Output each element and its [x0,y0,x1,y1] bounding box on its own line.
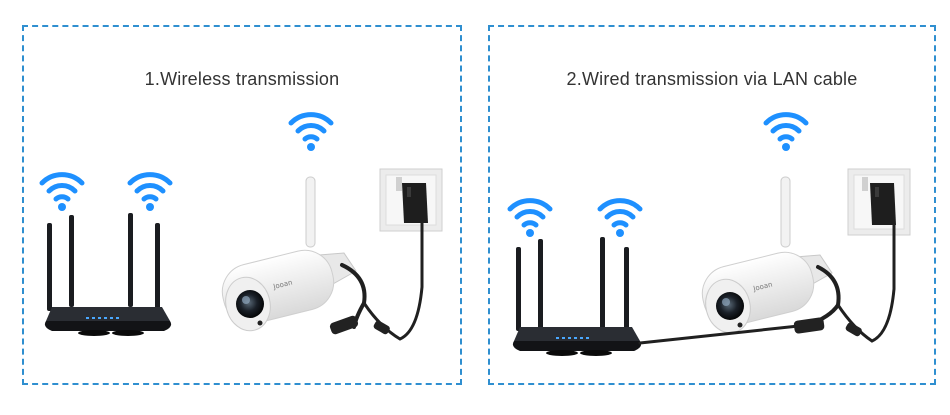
cable-connector [793,317,862,337]
ip-camera: Jooan [221,249,357,332]
wifi-icon [288,112,334,151]
wifi-icon [507,198,553,237]
wifi-icon [127,172,173,211]
wired-scene: Jooan [507,112,911,356]
cable-connector [329,315,390,335]
router [44,213,172,336]
panel-title-wired: 2.Wired transmission via LAN cable [566,69,858,89]
power-adapter [870,183,896,225]
camera-antenna [780,176,791,248]
wifi-icon [763,112,809,151]
camera-antenna [305,176,316,248]
panel-title-wireless: 1.Wireless transmission [144,69,340,89]
panel-wireless: 1.Wireless transmission [22,25,462,385]
wifi-icon [597,198,643,237]
wifi-icon [39,172,85,211]
router [512,237,642,356]
ip-camera: Jooan [701,251,833,334]
power-adapter [402,183,428,223]
wireless-scene: Jooan [39,112,443,341]
panel-wired: 2.Wired transmission via LAN cable [488,25,936,385]
lan-cable [638,223,896,345]
